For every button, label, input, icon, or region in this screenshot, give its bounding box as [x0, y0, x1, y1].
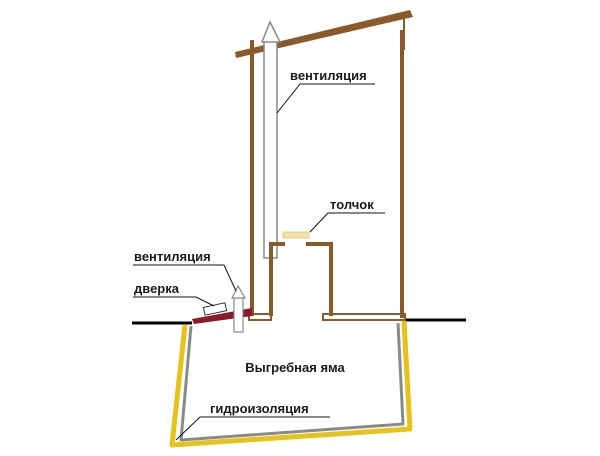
- label-cesspit: Выгребная яма: [245, 360, 345, 375]
- small-ventilation-arrow-icon: [231, 284, 247, 299]
- leader-ventilation-top: [276, 83, 375, 114]
- leader-waterproofing: [175, 416, 330, 441]
- hatch-door: [202, 302, 228, 316]
- floor-slab-right: [322, 313, 406, 321]
- label-waterproofing: гидроизоляция: [210, 401, 309, 416]
- cesspit-wall: [179, 322, 405, 442]
- toilet-seat-pad: [282, 231, 310, 239]
- floor-slab-left: [248, 313, 272, 321]
- ventilation-pipe: [263, 39, 278, 259]
- label-ventilation-top: вентиляция: [290, 68, 367, 83]
- front-wall: [250, 40, 254, 316]
- roof: [235, 10, 413, 58]
- waterproofing-layer: [169, 320, 413, 448]
- small-ventilation-pipe: [233, 295, 244, 333]
- toilet-seat-box: [269, 242, 333, 316]
- leader-toilet-seat: [309, 212, 385, 233]
- leader-hatch: [133, 296, 215, 307]
- back-wall: [400, 30, 404, 318]
- label-hatch: дверка: [134, 281, 180, 296]
- label-ventilation-bottom: вентиляция: [134, 249, 211, 264]
- label-toilet-seat: толчок: [330, 197, 374, 212]
- leader-ventilation-bottom: [133, 264, 237, 292]
- ventilation-arrow-icon: [260, 20, 282, 43]
